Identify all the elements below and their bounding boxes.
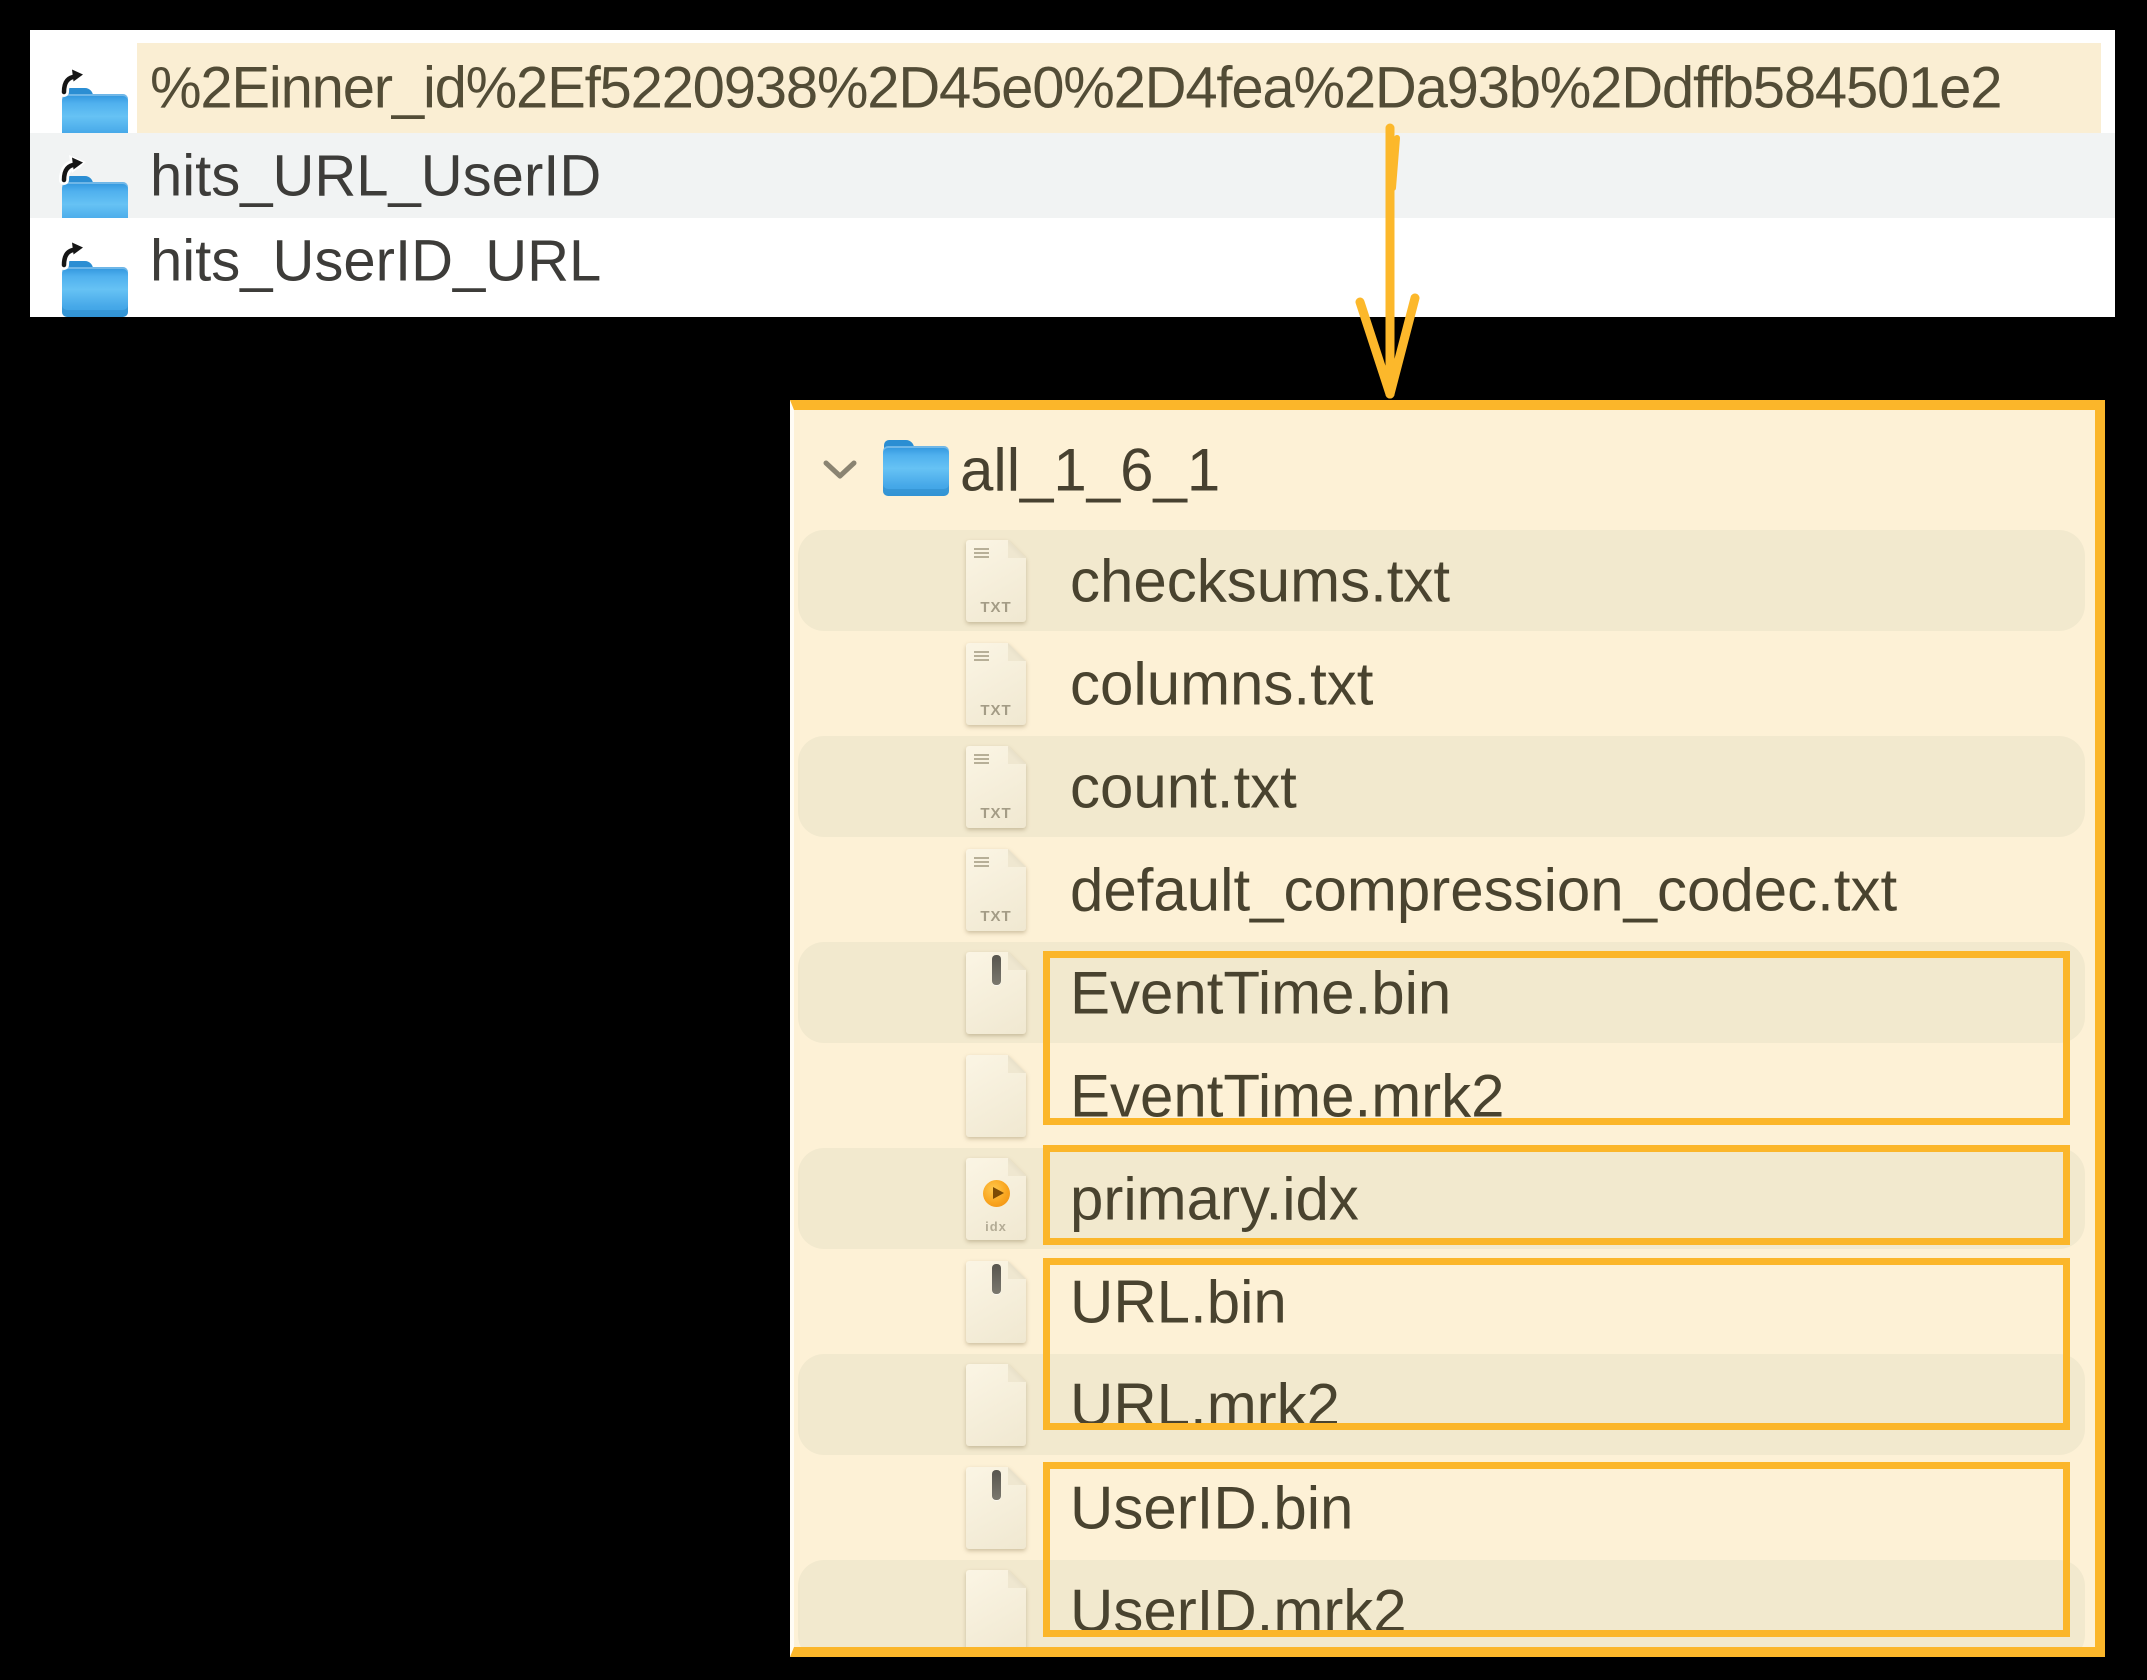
file-row-eventtime-bin[interactable]: EventTime.bin [794,941,2095,1044]
file-row-columns[interactable]: TXT columns.txt [794,632,2095,735]
file-row-userid-bin[interactable]: UserID.bin [794,1456,2095,1559]
annotation-box-eventtime [1043,951,2070,1125]
file-row-checksums[interactable]: TXT checksums.txt [794,529,2095,632]
annotation-box-userid [1043,1462,2070,1637]
mrk2-file-icon [966,1570,1026,1647]
finder-row-inner-id[interactable]: %2Einner_id%2Ef5220938%2D45e0%2D4fea%2Da… [30,43,2115,144]
txt-file-icon: TXT [966,540,1026,622]
txt-file-icon: TXT [966,643,1026,725]
finder-row-hits-userid-url[interactable]: hits_UserID_URL [30,218,2115,317]
file-row-default-compression-codec[interactable]: TXT default_compression_codec.txt [794,838,2095,941]
folder-name-label: all_1_6_1 [960,436,1221,503]
txt-file-icon: TXT [966,746,1026,828]
part-contents-panel: all_1_6_1 TXT checksums.txt TXT columns.… [790,400,2105,1657]
file-row-eventtime-mrk2[interactable]: EventTime.mrk2 [794,1044,2095,1147]
finder-item-label: hits_URL_UserID [150,143,602,208]
annotation-box-primary-idx [1043,1145,2070,1245]
finder-item-label: %2Einner_id%2Ef5220938%2D45e0%2D4fea%2Da… [150,55,2002,121]
alias-arrow-badge-icon [59,239,86,270]
bin-file-icon [966,1467,1026,1549]
down-arrow-annotation [1355,123,1420,399]
finder-item-label: hits_UserID_URL [150,228,602,293]
file-row-count[interactable]: TXT count.txt [794,735,2095,838]
file-row-primary-idx[interactable]: idx primary.idx [794,1147,2095,1250]
chevron-down-icon[interactable] [820,458,860,482]
finder-row-hits-url-userid[interactable]: hits_URL_UserID [30,133,2115,232]
alias-arrow-badge-icon [59,154,86,185]
mrk2-file-icon [966,1055,1026,1137]
file-row-url-bin[interactable]: URL.bin [794,1250,2095,1353]
annotation-box-url [1043,1258,2070,1430]
file-row-url-mrk2[interactable]: URL.mrk2 [794,1353,2095,1456]
folder-header-row[interactable]: all_1_6_1 [794,410,2095,529]
idx-file-icon: idx [966,1158,1026,1240]
finder-list-top: %2Einner_id%2Ef5220938%2D45e0%2D4fea%2Da… [30,30,2115,317]
alias-arrow-badge-icon [59,67,86,97]
mrk2-file-icon [966,1364,1026,1446]
selection-highlight [137,43,2101,133]
txt-file-icon: TXT [966,849,1026,931]
file-list: TXT checksums.txt TXT columns.txt TXT co… [794,529,2095,1647]
bin-file-icon [966,1261,1026,1343]
bin-file-icon [966,952,1026,1034]
